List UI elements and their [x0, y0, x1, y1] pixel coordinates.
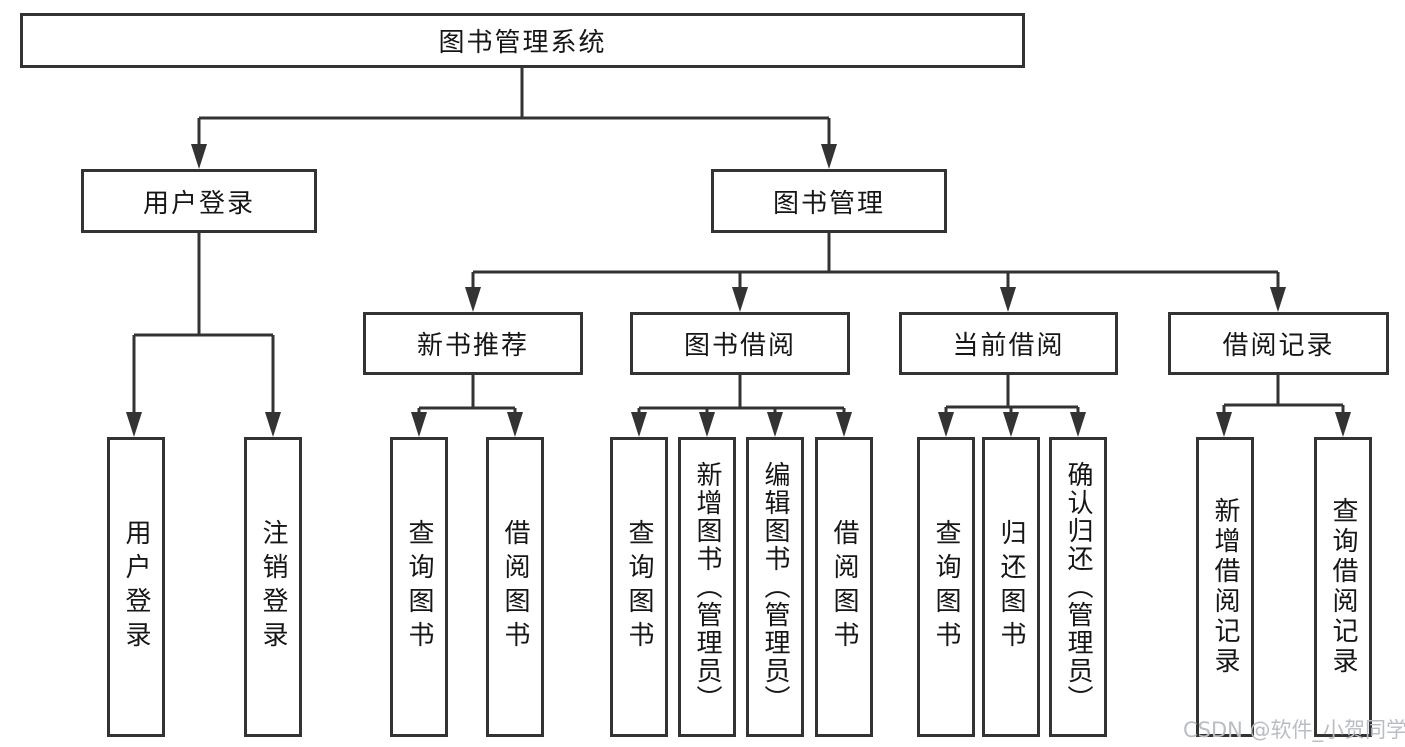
leaf-user-login: 用户登录: [107, 437, 165, 737]
connector-book-mgmt-to-level3: [465, 233, 1286, 312]
leaf-query-borrow-record: 查询借阅记录: [1314, 437, 1372, 737]
leaf-borrow-query-book: 查询图书: [610, 437, 668, 737]
leaf-return-book: 归还图书: [982, 437, 1040, 737]
connector-user-login-to-leaves: [126, 233, 281, 437]
leaf-borrow-book: 借阅图书: [815, 437, 873, 737]
leaf-edit-book-admin: 编辑图书（管理员）: [746, 437, 804, 737]
leaf-current-query-book: 查询图书: [917, 437, 975, 737]
leaf-recommend-borrow-book: 借阅图书: [486, 437, 544, 737]
connector-borrow-to-leaves: [631, 375, 852, 437]
node-new-book-recommend: 新书推荐: [363, 312, 583, 375]
node-current-borrow: 当前借阅: [899, 312, 1118, 375]
connector-current-to-leaves: [938, 375, 1086, 437]
node-book-management-branch: 图书管理: [711, 169, 947, 233]
node-book-borrow: 图书借阅: [630, 312, 850, 375]
watermark: CSDN @软件_小贺同学: [1183, 718, 1405, 742]
connector-recommend-to-leaves: [411, 375, 523, 437]
leaf-recommend-query-book: 查询图书: [390, 437, 448, 737]
node-user-login-branch: 用户登录: [81, 169, 317, 233]
leaf-add-borrow-record: 新增借阅记录: [1196, 437, 1254, 737]
node-root-system: 图书管理系统: [20, 13, 1025, 68]
leaf-confirm-return-admin: 确认归还（管理员）: [1049, 437, 1107, 737]
leaf-logout: 注销登录: [244, 437, 302, 737]
node-borrow-record: 借阅记录: [1168, 312, 1389, 375]
leaf-add-book-admin: 新增图书（管理员）: [678, 437, 736, 737]
connector-root-to-level2: [191, 68, 837, 169]
connector-record-to-leaves: [1216, 375, 1351, 437]
